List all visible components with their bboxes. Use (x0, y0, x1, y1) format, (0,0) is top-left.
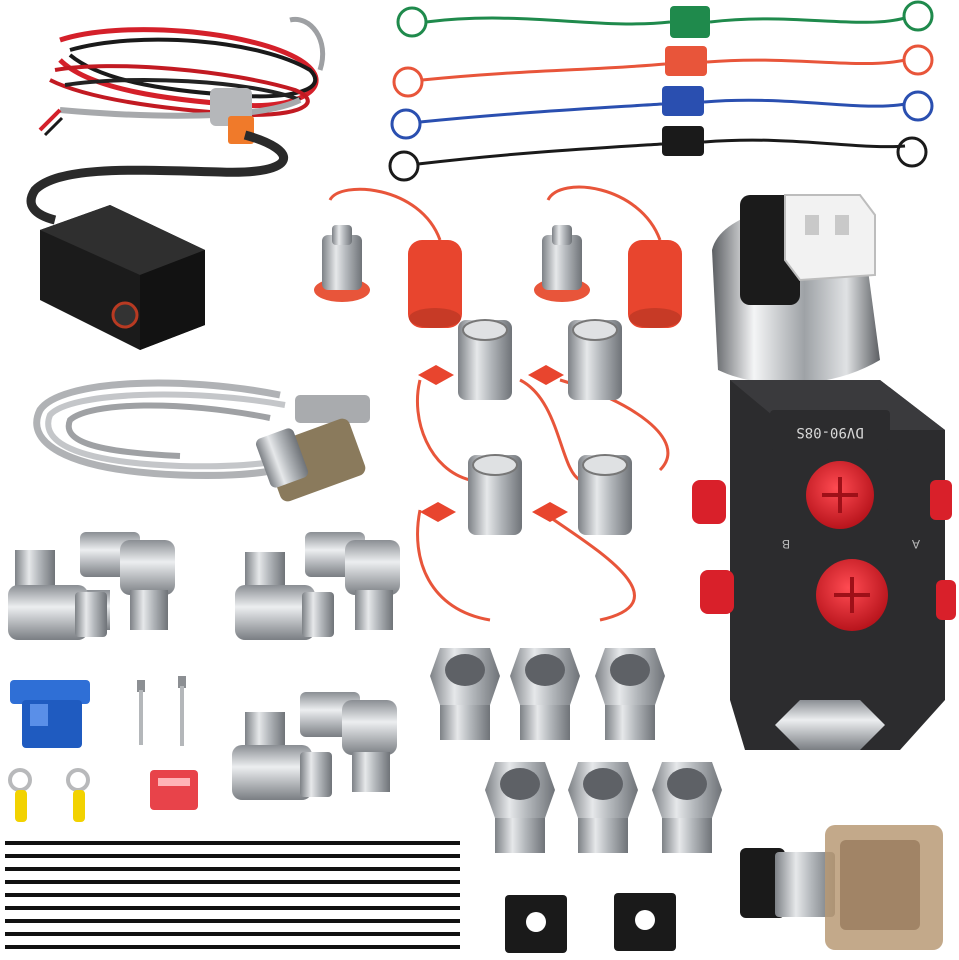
male-plug-right (534, 185, 682, 328)
cable-ties (5, 841, 460, 949)
solenoid-plug-connector (740, 825, 943, 950)
blade-fuse (150, 770, 198, 810)
hex-adapter-1 (430, 648, 500, 740)
solenoid-terminal-block (784, 194, 876, 282)
valve-hex-plug (775, 700, 885, 750)
hex-adapter-4 (485, 762, 555, 853)
elbow-fitting-2 (80, 532, 175, 630)
female-socket-2 (528, 319, 622, 400)
wiring-harness-with-switch (26, 16, 326, 350)
hex-adapter-5 (568, 762, 638, 853)
port-label-a: A (912, 537, 920, 551)
screws (137, 676, 186, 746)
ring-terminals (8, 768, 90, 822)
tether-blue (390, 86, 934, 140)
dust-cap-tethers (388, 0, 934, 182)
switch-box (40, 205, 205, 350)
female-socket-4 (532, 454, 632, 535)
elbow-fitting-3 (235, 552, 334, 640)
hex-adapters (430, 648, 722, 853)
red-side-plug-2 (700, 570, 734, 614)
hex-adapter-6 (652, 762, 722, 853)
elbow-fitting-4 (305, 532, 400, 630)
electric-solenoid-valve: DV90-08S B A (692, 194, 956, 750)
port-label-b: B (782, 537, 790, 551)
switch-button-icon (111, 301, 139, 329)
tether-green (396, 0, 934, 38)
elbow-fitting-1 (8, 550, 110, 640)
valve-model-label: DV90-08S (796, 424, 863, 440)
extension-cable-with-connector (33, 379, 370, 502)
elbow-fitting-5 (232, 712, 332, 800)
red-side-plug-1 (692, 480, 726, 524)
hex-adapter-3 (595, 648, 665, 740)
elbow-fittings (8, 532, 400, 800)
hex-adapter-2 (510, 648, 580, 740)
tether-orange (392, 44, 934, 98)
gaskets (505, 893, 676, 953)
tether-black (388, 126, 928, 182)
female-socket-3 (420, 454, 522, 535)
male-plug-left (314, 187, 462, 328)
wire-connector (10, 680, 90, 748)
female-socket-1 (418, 319, 512, 400)
elbow-fitting-6 (300, 692, 397, 792)
quick-coupler-male-plugs (314, 185, 682, 328)
quick-coupler-female-sockets (415, 319, 670, 622)
